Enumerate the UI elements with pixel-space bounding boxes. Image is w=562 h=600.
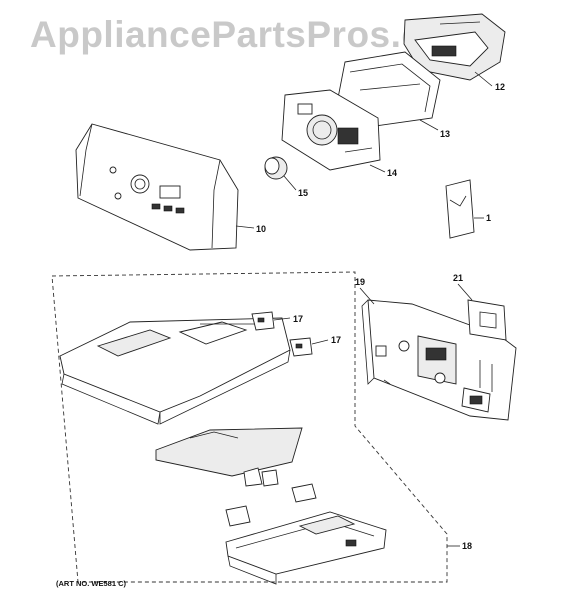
- part-lid-panel: [155, 427, 303, 477]
- callout-1: 1: [486, 213, 491, 223]
- callout-15: 15: [298, 188, 308, 198]
- part-17-hinge-a: [251, 311, 275, 331]
- callout-14: 14: [387, 168, 397, 178]
- part-10-control-panel: [75, 123, 239, 251]
- callout-17b: 17: [331, 335, 341, 345]
- part-18-group-outline: [51, 271, 448, 583]
- art-number: (ART NO. WE581 C): [56, 579, 127, 588]
- part-12-bezel: [403, 13, 506, 81]
- part-latch-2: [261, 469, 279, 487]
- part-14-ui-board: [281, 89, 381, 171]
- callout-12: 12: [495, 82, 505, 92]
- part-17-hinge-b: [289, 337, 313, 357]
- callout-18: 18: [462, 541, 472, 551]
- callout-13: 13: [440, 129, 450, 139]
- callout-10: 10: [256, 224, 266, 234]
- part-dispenser-tray: [225, 511, 387, 585]
- part-top-cover: [59, 317, 291, 425]
- part-hinge-pin-2: [225, 505, 251, 527]
- part-hinge-pin-1: [291, 483, 317, 503]
- callout-19: 19: [355, 277, 365, 287]
- callout-17a: 17: [293, 314, 303, 324]
- part-latch-1: [243, 467, 263, 487]
- part-1-literature: [445, 179, 475, 239]
- callout-21: 21: [453, 273, 463, 283]
- part-21-plate: [467, 299, 507, 341]
- watermark: AppliancePartsPros.com: [30, 14, 479, 55]
- part-15-knob: [264, 156, 288, 180]
